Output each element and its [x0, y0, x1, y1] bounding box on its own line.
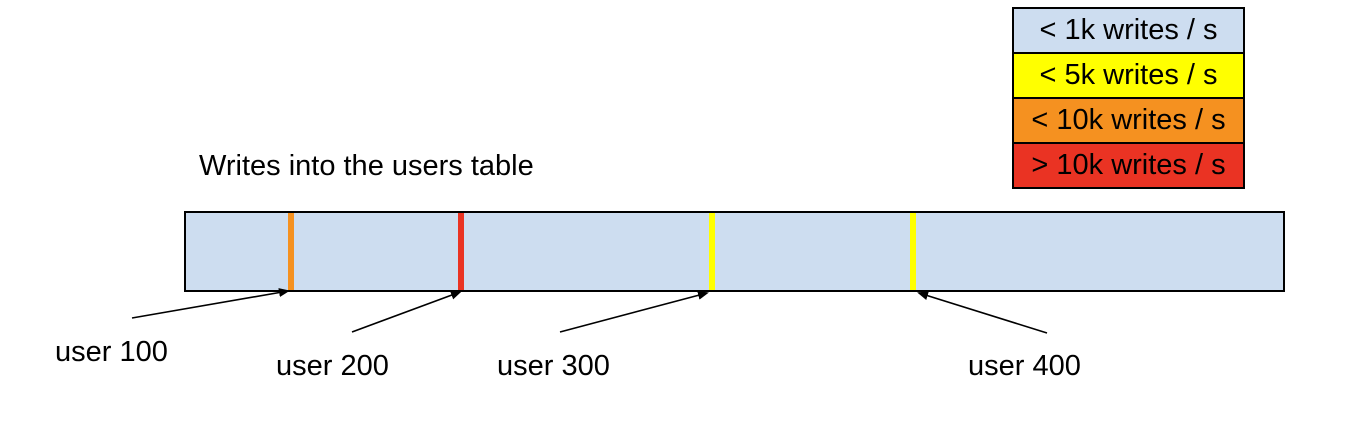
legend-item-lt-5k: < 5k writes / s — [1012, 52, 1245, 99]
label-user-300: user 300 — [497, 350, 610, 382]
legend-item-lt-1k: < 1k writes / s — [1012, 7, 1245, 54]
legend-item-label: > 10k writes / s — [1031, 149, 1226, 181]
legend-item-label: < 5k writes / s — [1039, 59, 1218, 91]
stripe-user-400 — [910, 213, 916, 290]
stripe-user-300 — [709, 213, 715, 290]
legend-item-lt-10k: < 10k writes / s — [1012, 97, 1245, 144]
arrow-user-100 — [131, 288, 290, 319]
stripe-user-200 — [458, 213, 464, 290]
label-user-100: user 100 — [55, 336, 168, 368]
arrow-user-300 — [559, 290, 709, 333]
legend-item-label: < 10k writes / s — [1031, 104, 1226, 136]
legend-item-label: < 1k writes / s — [1039, 14, 1218, 46]
label-user-400: user 400 — [968, 350, 1081, 382]
legend-item-gt-10k: > 10k writes / s — [1012, 142, 1245, 189]
legend: < 1k writes / s < 5k writes / s < 10k wr… — [1012, 7, 1245, 189]
arrow-user-200 — [351, 290, 462, 333]
arrow-user-400 — [917, 291, 1048, 334]
label-user-200: user 200 — [276, 350, 389, 382]
stripe-user-100 — [288, 213, 294, 290]
diagram-title: Writes into the users table — [199, 150, 534, 182]
users-table-bar — [184, 211, 1285, 292]
